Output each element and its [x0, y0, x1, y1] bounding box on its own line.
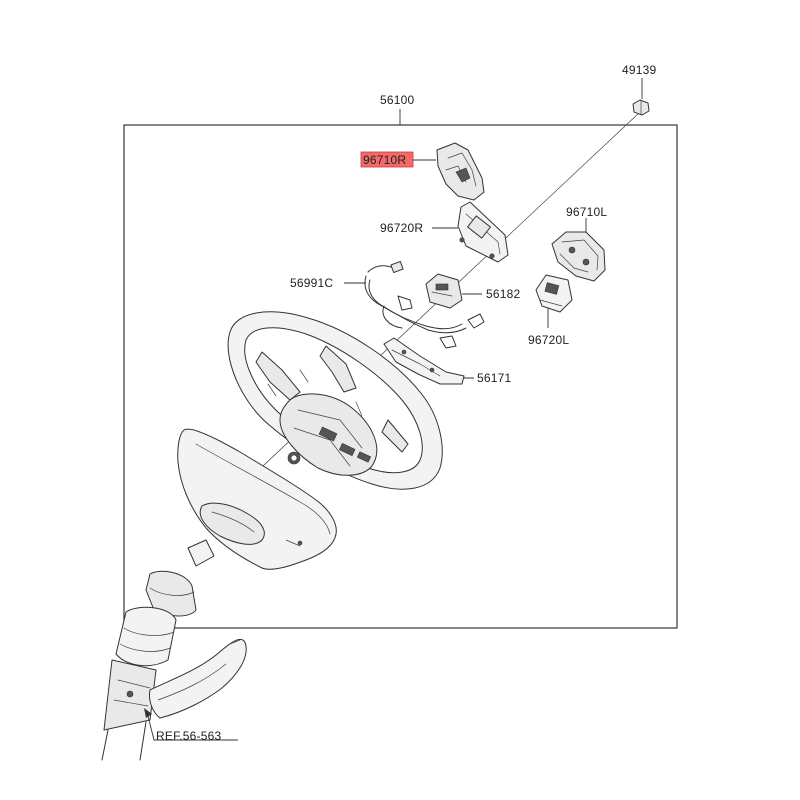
switch-cover-96710R[interactable] [436, 142, 485, 201]
label-96710R[interactable]: 96710R [363, 153, 406, 167]
switch-cover-96710L[interactable] [551, 231, 606, 282]
label-96720R[interactable]: 96720R [380, 221, 423, 235]
bracket-56171[interactable] [383, 337, 465, 385]
label-96720L[interactable]: 96720L [528, 333, 569, 347]
nut-49139[interactable] [632, 99, 650, 116]
switch-mount-96720L[interactable] [535, 274, 573, 313]
assembly-frame [123, 124, 678, 629]
label-56991C[interactable]: 56991C [290, 276, 333, 290]
label-49139[interactable]: 49139 [622, 63, 656, 77]
wiring-harness-56991C[interactable] [364, 261, 485, 349]
leader-reference [147, 715, 238, 741]
switch-mount-96720R[interactable] [457, 201, 509, 263]
label-56171[interactable]: 56171 [477, 371, 511, 385]
steering-column[interactable] [101, 539, 215, 761]
label-56182[interactable]: 56182 [486, 287, 520, 301]
label-96710L[interactable]: 96710L [566, 205, 607, 219]
label-reference[interactable]: REF.56-563 [156, 729, 221, 743]
column-lever[interactable] [149, 638, 247, 719]
lower-cover[interactable] [177, 428, 337, 570]
highlight-box-96710R [360, 151, 414, 168]
reference-arrow-icon [144, 708, 152, 718]
damper-56182[interactable] [425, 273, 463, 309]
label-56100[interactable]: 56100 [380, 93, 414, 107]
steering-wheel-rim[interactable] [227, 311, 443, 490]
